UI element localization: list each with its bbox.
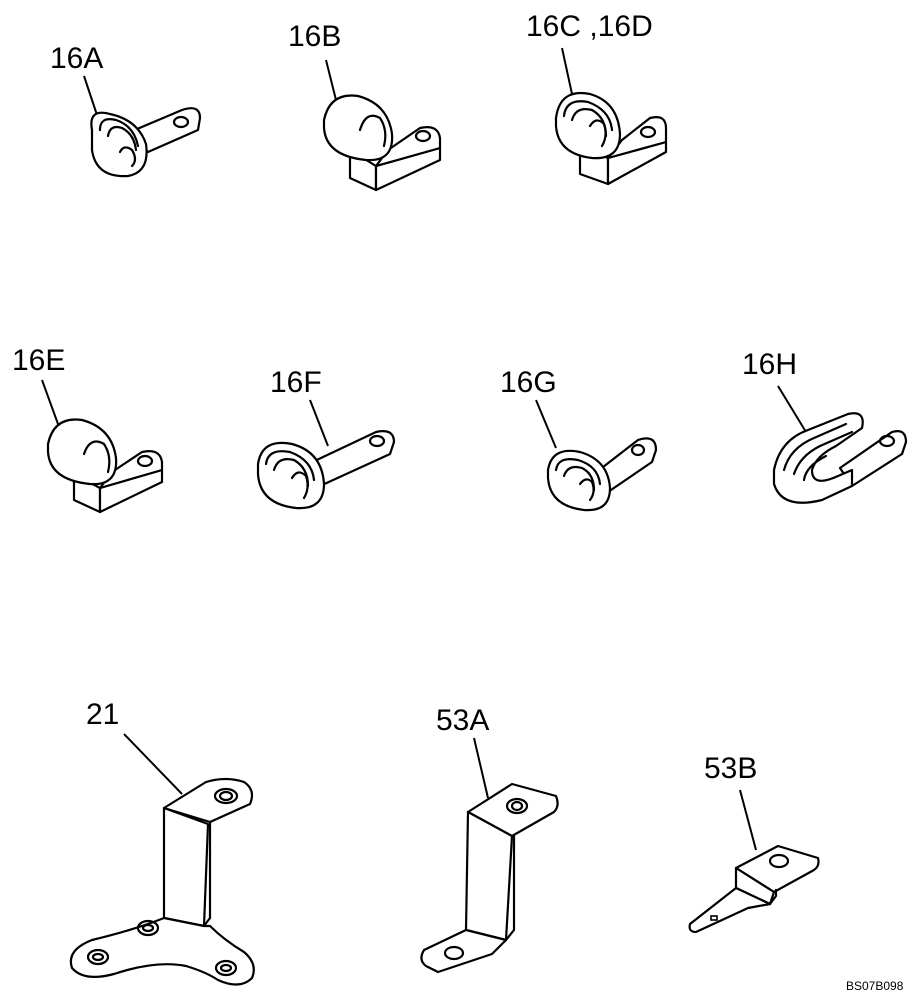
clip-16f <box>256 430 396 510</box>
part-16f: 16F <box>256 366 396 510</box>
label-16g: 16G <box>500 366 557 399</box>
part-16e: 16E <box>12 344 164 514</box>
part-53a: 53A <box>420 704 559 974</box>
leader-53a <box>473 737 489 799</box>
part-16g: 16G <box>500 366 658 512</box>
clip-16b <box>322 94 442 192</box>
part-53b: 53B <box>688 752 820 934</box>
leader-16e <box>41 379 59 425</box>
leader-16b <box>325 59 337 101</box>
clip-16e <box>46 418 164 514</box>
drawing-code: BS07B098 <box>846 979 904 993</box>
clip-16g <box>546 437 658 512</box>
bracket-53a <box>420 782 559 974</box>
label-16f: 16F <box>270 366 322 399</box>
leader-16f <box>309 399 329 447</box>
bracket-21 <box>69 777 255 986</box>
leader-16h <box>777 385 807 433</box>
label-16a: 16A <box>50 42 103 75</box>
label-16cd: 16C ,16D <box>526 10 653 43</box>
label-16e: 16E <box>12 344 65 377</box>
leader-53b <box>739 789 757 851</box>
label-21: 21 <box>86 698 119 731</box>
clip-16h <box>772 412 908 504</box>
leader-16a <box>83 75 99 119</box>
clip-16cd <box>554 91 668 186</box>
part-16cd: 16C ,16D <box>526 10 668 186</box>
part-21: 21 <box>69 698 255 986</box>
label-16b: 16B <box>288 20 341 53</box>
part-16b: 16B <box>288 20 442 192</box>
leader-16g <box>535 399 557 449</box>
part-16h: 16H <box>742 348 908 504</box>
label-16h: 16H <box>742 348 797 381</box>
label-53a: 53A <box>436 704 489 737</box>
leader-16cd <box>561 47 573 95</box>
clip-16a <box>90 107 202 178</box>
leader-21 <box>123 733 183 795</box>
bracket-53b <box>688 844 820 934</box>
part-16a: 16A <box>50 42 202 178</box>
label-53b: 53B <box>704 752 757 785</box>
